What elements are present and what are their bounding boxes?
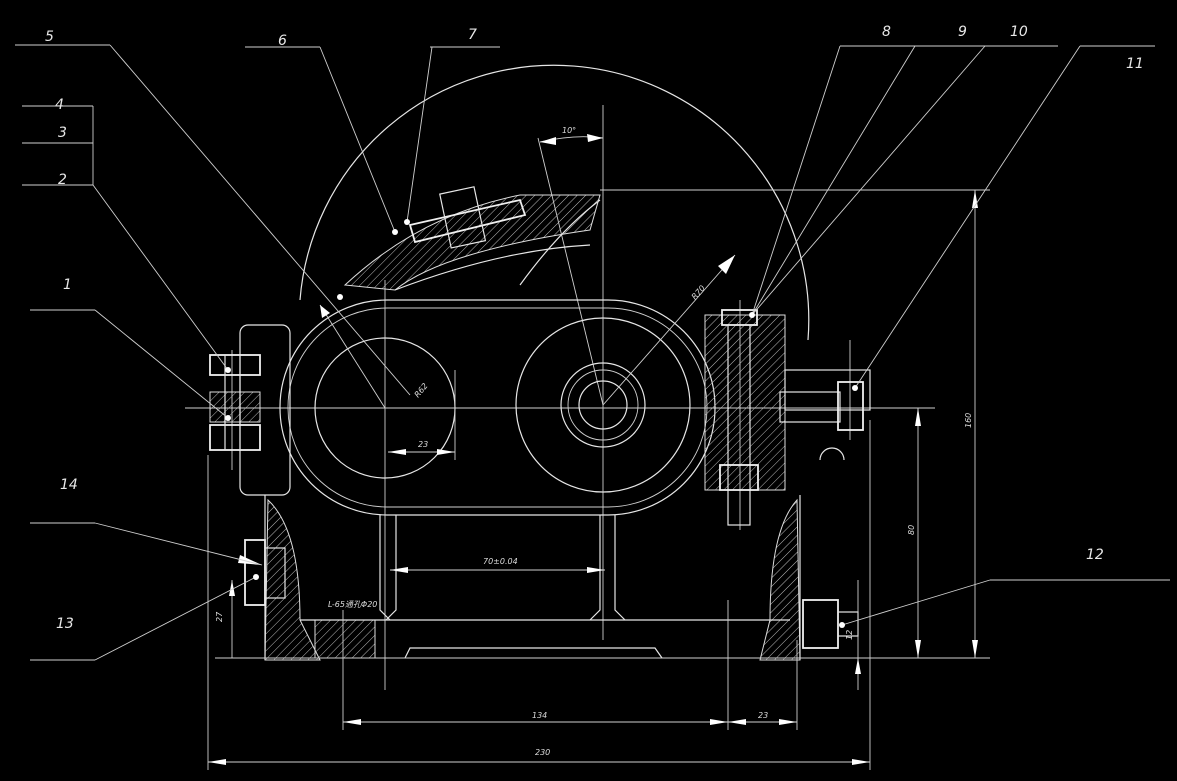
bolt-right — [719, 309, 759, 526]
callout-5: 5 — [45, 29, 54, 45]
dimension-arrows — [208, 134, 978, 765]
callout-numbers: 1 2 3 4 5 6 7 8 9 10 11 12 13 14 — [45, 24, 1144, 632]
callout-13: 13 — [56, 616, 74, 632]
housing-body — [239, 64, 871, 661]
callout-6: 6 — [278, 33, 287, 49]
callout-12: 12 — [1086, 547, 1104, 563]
oil-plug — [802, 381, 864, 649]
center-height-dim: 80 — [907, 525, 916, 535]
hole-note: L-65通孔Φ20 — [328, 600, 377, 609]
callout-dots — [225, 219, 858, 628]
dimension-lines — [207, 136, 990, 770]
bolt-left — [209, 354, 261, 451]
angle-dim: 10° — [562, 126, 576, 135]
radius-r62-dim: R62 — [413, 381, 430, 399]
radius-r70-dim: R70 — [690, 284, 707, 302]
overall-width-dim: 230 — [535, 748, 550, 757]
center-distance-dim: 70±0.04 — [483, 557, 518, 566]
dimension-labels: 10° R70 R62 23 70±0.04 L-65通孔Φ20 134 23 … — [215, 126, 973, 757]
base-offset-dim: 23 — [758, 711, 768, 720]
oil-plug-height-dim: 12 — [845, 630, 854, 640]
callout-1: 1 — [63, 277, 72, 293]
callout-11: 11 — [1126, 56, 1144, 72]
bearing-right — [515, 317, 691, 493]
callout-2: 2 — [58, 172, 67, 188]
callout-9: 9 — [958, 24, 967, 40]
callout-leaders — [15, 44, 1170, 661]
callout-4: 4 — [55, 97, 64, 113]
callout-8: 8 — [882, 24, 891, 40]
overall-height-dim: 160 — [964, 413, 973, 428]
offset-23-dim: 23 — [418, 440, 428, 449]
callout-14: 14 — [60, 477, 78, 493]
drain-plug — [244, 539, 286, 606]
inspection-cover — [408, 186, 527, 249]
callout-10: 10 — [1010, 24, 1028, 40]
drain-height-dim: 27 — [215, 611, 224, 622]
base-span-dim: 134 — [532, 711, 547, 720]
callout-7: 7 — [468, 27, 477, 43]
callout-3: 3 — [58, 125, 67, 141]
